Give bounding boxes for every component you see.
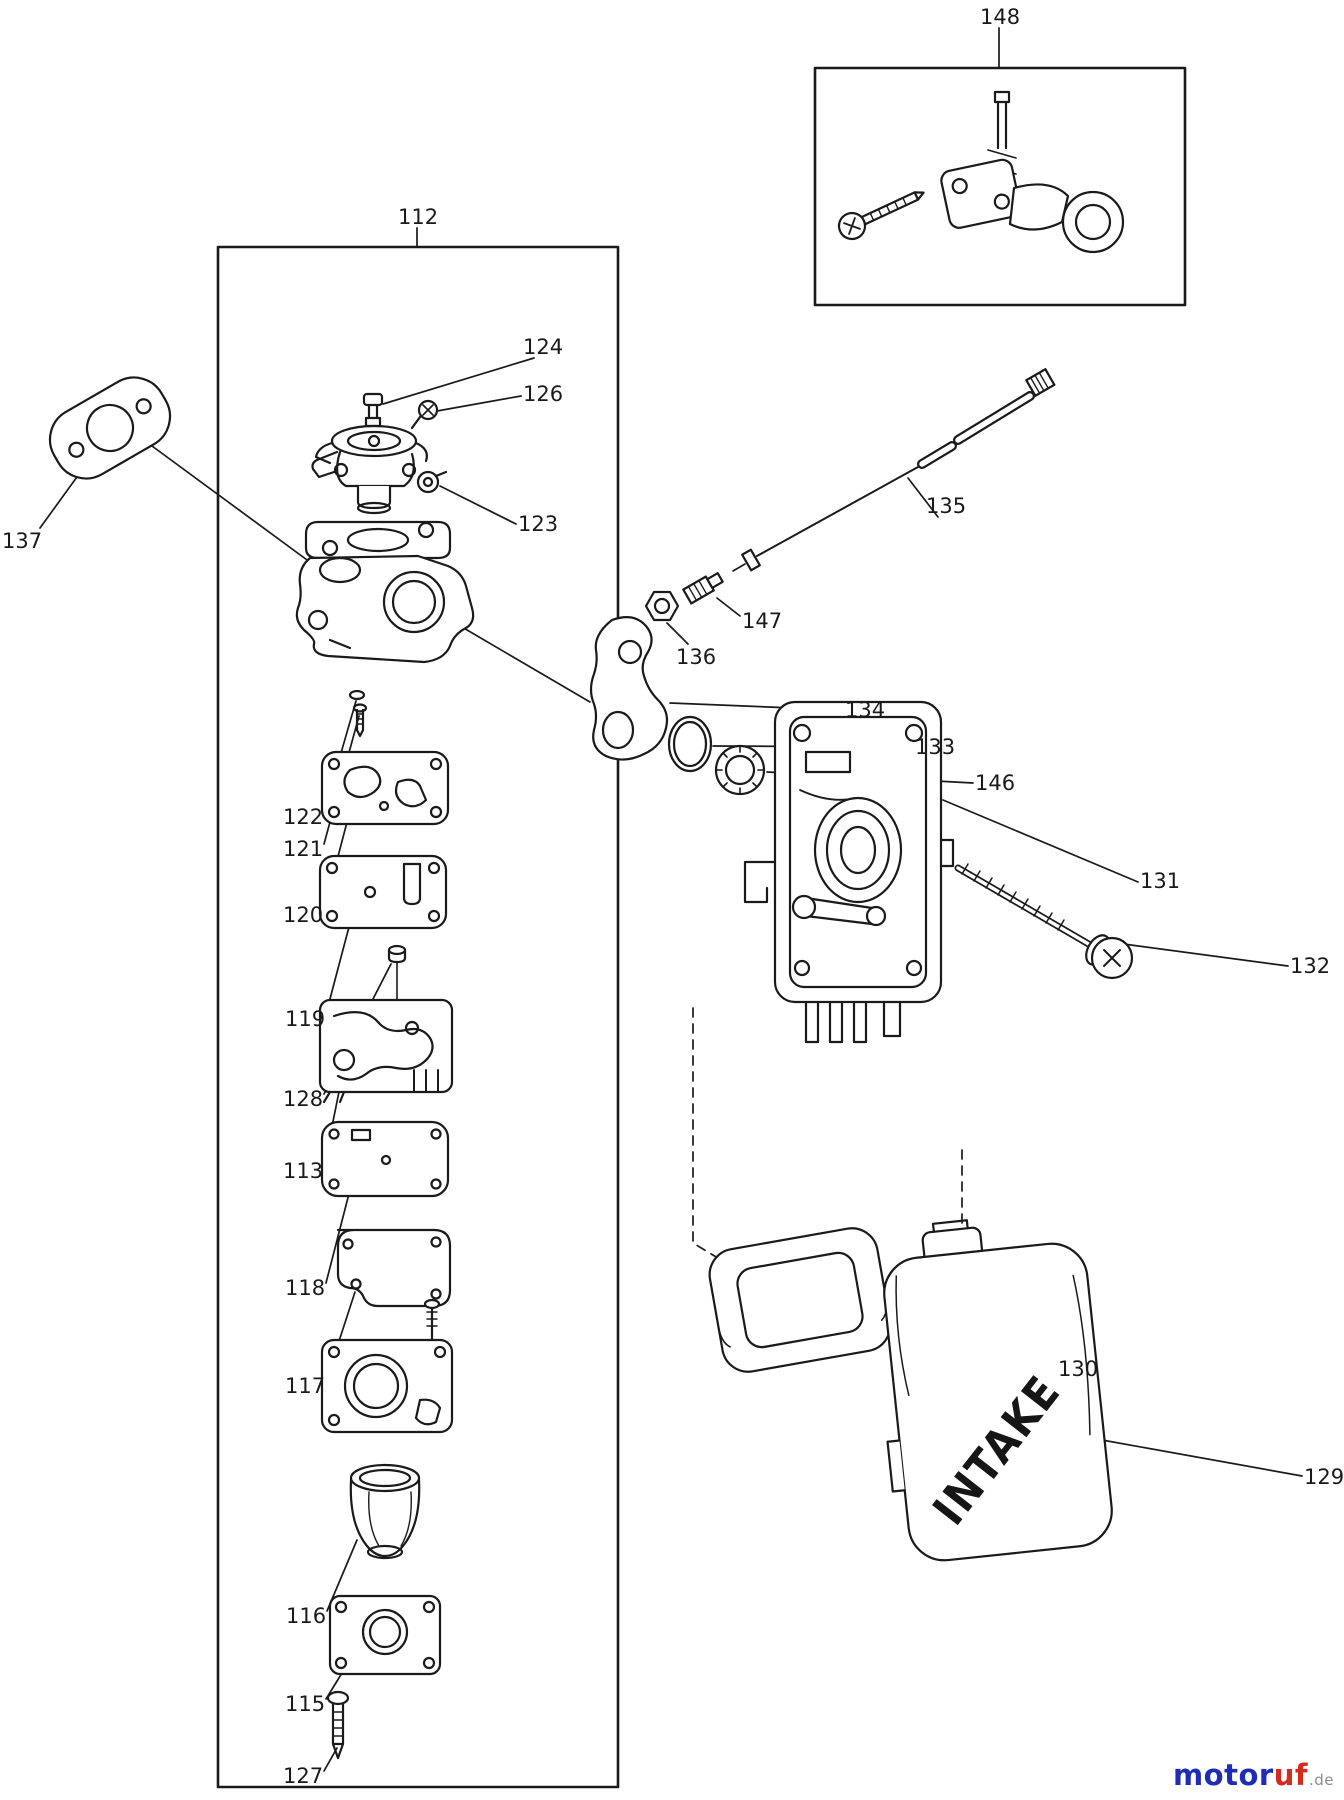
projection-lines (692, 1007, 963, 1346)
part-label-132: 132 (1290, 954, 1331, 978)
screw-148 (837, 191, 925, 241)
screw-132 (954, 863, 1134, 980)
part-label-131: 131 (1140, 869, 1181, 893)
lever-pivot (940, 90, 1022, 229)
gasket-plate-120 (320, 750, 450, 826)
diaphragm-plate-119 (318, 854, 448, 930)
part-label-124: 124 (523, 335, 564, 359)
part-label-112: 112 (398, 205, 439, 229)
cable-adjuster-147 (682, 572, 724, 605)
diaphragm-117 (336, 1228, 452, 1308)
part-label-113: 113 (283, 1159, 324, 1183)
part-label-147: 147 (742, 609, 783, 633)
main-assembly-frame (216, 245, 620, 1789)
part-label-116: 116 (286, 1604, 327, 1628)
part-label-133: 133 (915, 735, 956, 759)
intake-cover-129 (883, 1219, 1113, 1562)
screw-127 (326, 1690, 350, 1760)
part-label-121: 121 (283, 837, 324, 861)
part-label-117: 117 (285, 1374, 326, 1398)
part-label-136: 136 (676, 645, 717, 669)
part-label-135: 135 (926, 494, 967, 518)
part-label-130: 130 (1058, 1357, 1099, 1381)
detail-frame-148 (813, 66, 1187, 307)
part-label-148: 148 (980, 5, 1021, 29)
screw-121 (352, 703, 368, 738)
throttle-cable-135 (732, 368, 1056, 572)
screw-126 (410, 399, 439, 430)
part-label-137: 137 (2, 529, 43, 553)
part-label-115: 115 (285, 1692, 326, 1716)
part-label-119: 119 (285, 1007, 326, 1031)
lock-washer-146 (714, 744, 766, 796)
part-label-120: 120 (283, 903, 324, 927)
throttle-lever-assembly-148 (837, 90, 1125, 254)
bracket-134 (589, 615, 669, 761)
logo-text-primary: motor (1172, 1758, 1274, 1792)
clip-123 (416, 470, 448, 494)
pump-base-115 (328, 1594, 442, 1676)
primer-cup-116 (349, 1463, 421, 1560)
part-label-146: 146 (975, 771, 1016, 795)
part-label-122: 122 (283, 805, 324, 829)
filter-gasket-130 (708, 1227, 892, 1373)
part-label-126: 126 (523, 382, 564, 406)
flange-gasket-137 (48, 376, 172, 480)
part-label-128: 128 (283, 1087, 324, 1111)
needle-valve-124 (362, 392, 384, 428)
logo-tld: .de (1308, 1771, 1334, 1789)
o-ring-122 (348, 689, 366, 701)
pump-cover-assembly (311, 392, 448, 515)
lever-arm (1008, 183, 1125, 254)
part-label-134: 134 (845, 698, 886, 722)
nut-136 (644, 590, 680, 622)
carburetor-body (295, 520, 475, 664)
gasket-118 (320, 1120, 450, 1198)
logo-text-secondary: uf (1273, 1758, 1308, 1792)
plug-128 (387, 944, 407, 1006)
part-label-129: 129 (1304, 1465, 1344, 1489)
o-ring-133 (667, 715, 713, 773)
air-cleaner-base-131 (743, 700, 955, 1044)
part-label-118: 118 (285, 1276, 326, 1300)
metering-body-113 (318, 998, 454, 1104)
part-label-123: 123 (518, 512, 559, 536)
part-label-127: 127 (283, 1764, 324, 1788)
throttle-plate (320, 1298, 454, 1434)
